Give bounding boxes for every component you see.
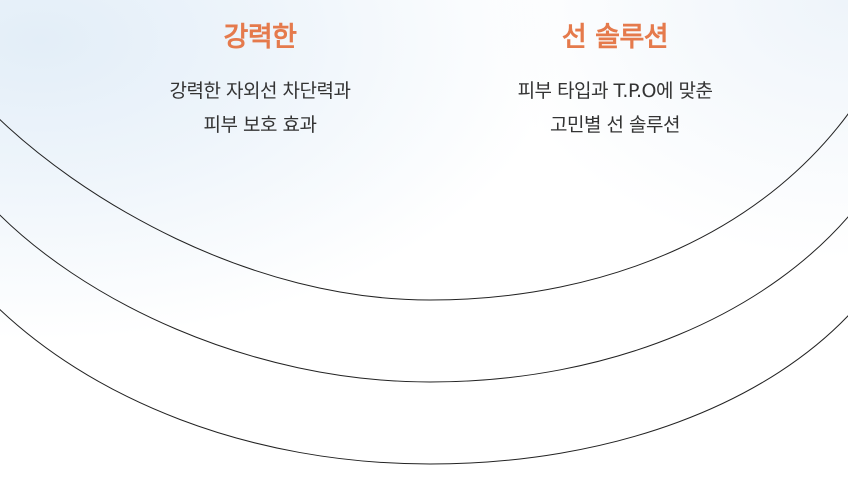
feature-line-1: 피부 타입과 T.P.O에 맞춘 (517, 80, 713, 102)
feature-description-strong: 강력한 자외선 차단력과 피부 보호 효과 (95, 74, 425, 142)
arc-inner (0, 113, 848, 301)
feature-line-2: 피부 보호 효과 (203, 114, 317, 136)
feature-title-strong: 강력한 (223, 22, 297, 53)
arc-middle (0, 214, 848, 383)
arc-outer (0, 308, 848, 465)
feature-block-sun-solution: 선 솔루션 피부 타입과 T.P.O에 맞춘 고민별 선 솔루션 (450, 18, 780, 142)
feature-title-sun-solution: 선 솔루션 (561, 22, 669, 53)
feature-description-sun-solution: 피부 타입과 T.P.O에 맞춘 고민별 선 솔루션 (450, 74, 780, 142)
feature-line-1: 강력한 자외선 차단력과 (169, 80, 351, 102)
feature-block-strong: 강력한 강력한 자외선 차단력과 피부 보호 효과 (95, 18, 425, 142)
feature-line-2: 고민별 선 솔루션 (550, 114, 680, 136)
